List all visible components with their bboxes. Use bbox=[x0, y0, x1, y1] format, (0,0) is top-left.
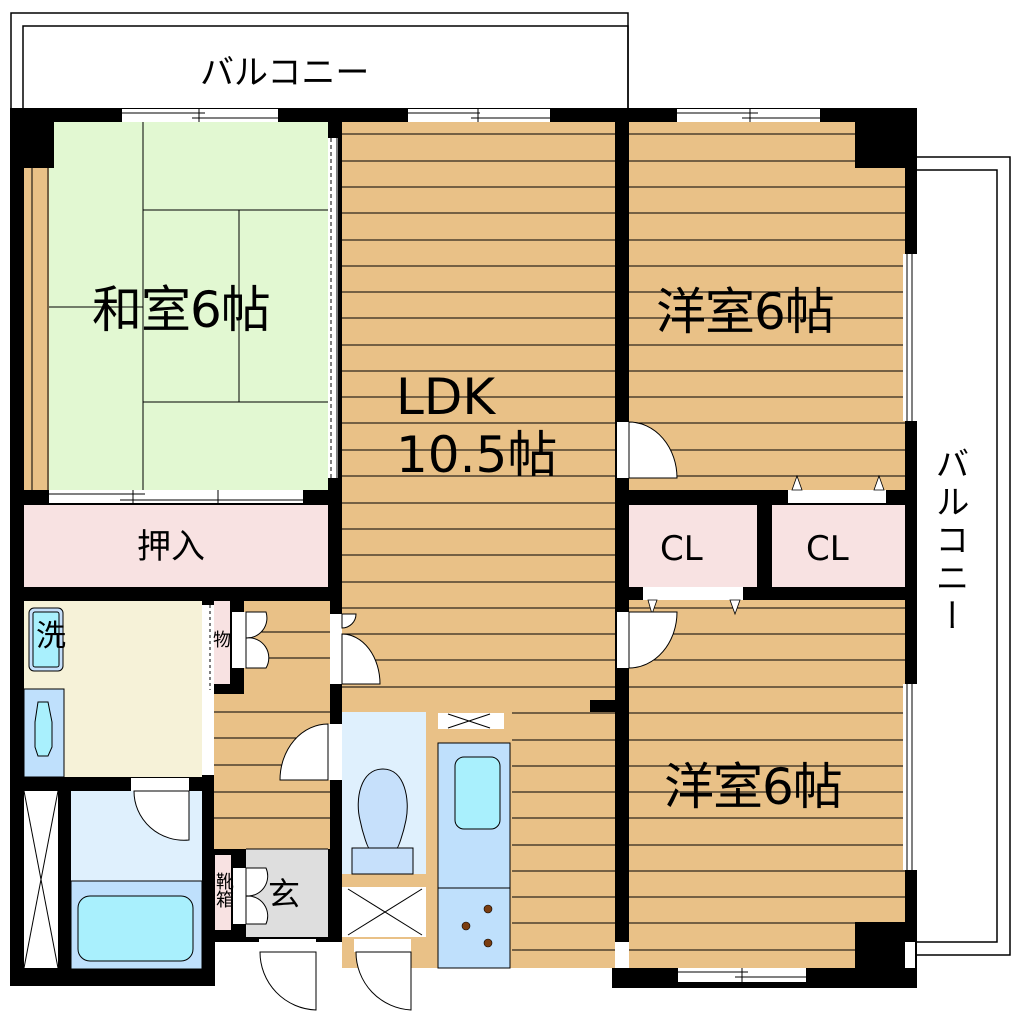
room-oshiire-label: 押入 bbox=[137, 527, 205, 567]
balcony-right-label: バルコニー bbox=[929, 446, 969, 636]
room-bath bbox=[23, 778, 203, 970]
genkan-label: 玄 bbox=[268, 875, 301, 913]
room-toilet bbox=[342, 712, 426, 1011]
room-ldk-label-line1: LDK bbox=[396, 368, 496, 426]
shoe-box-label: 靴箱 bbox=[213, 872, 234, 908]
room-closet-2-label: CL bbox=[806, 529, 849, 569]
washer-label: 洗 bbox=[36, 619, 66, 654]
room-washitsu bbox=[24, 109, 338, 503]
kitchen bbox=[437, 713, 511, 969]
balcony-top bbox=[10, 12, 629, 112]
room-washroom bbox=[23, 601, 214, 778]
room-oshiire bbox=[24, 505, 328, 587]
room-storage bbox=[214, 601, 230, 684]
room-yoshitsu-south bbox=[617, 587, 917, 982]
room-ldk-label-line2: 10.5帖 bbox=[396, 426, 558, 484]
room-washitsu-label: 和室6帖 bbox=[92, 281, 271, 339]
room-genkan bbox=[233, 848, 328, 1011]
storage-label: 物 bbox=[213, 630, 231, 651]
hallway bbox=[214, 601, 342, 849]
balcony-top-label: バルコニー bbox=[200, 53, 370, 93]
room-closet-1 bbox=[629, 505, 757, 587]
room-closet-2 bbox=[772, 505, 905, 587]
room-closet-1-label: CL bbox=[660, 529, 703, 569]
room-yoshitsu-south-label: 洋室6帖 bbox=[664, 758, 843, 816]
room-yoshitsu-north bbox=[617, 109, 917, 503]
room-yoshitsu-north-label: 洋室6帖 bbox=[656, 283, 835, 341]
room-shoe-box bbox=[215, 855, 231, 930]
